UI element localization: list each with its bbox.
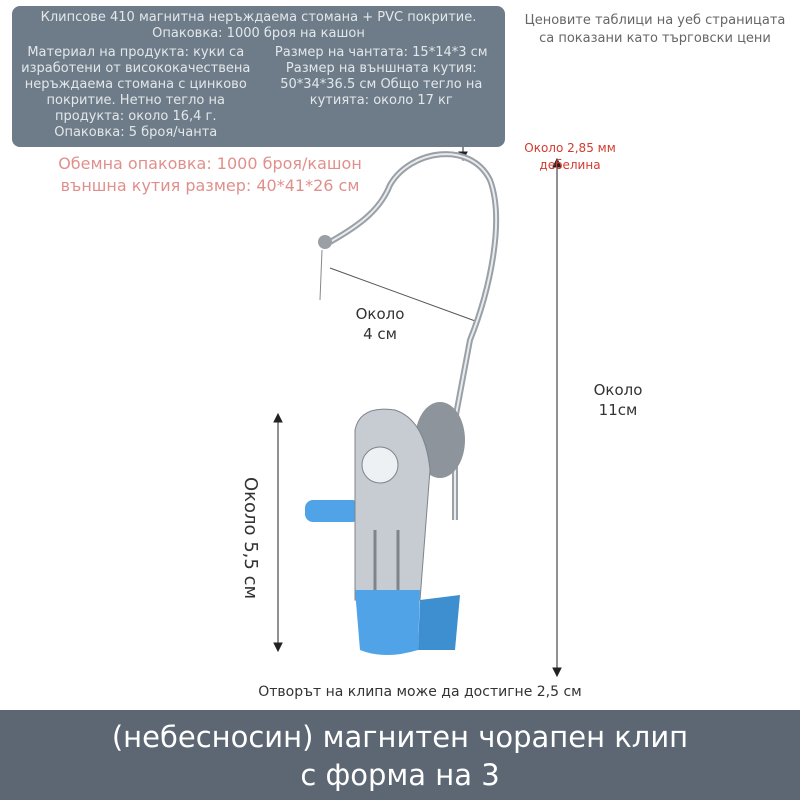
- total-height-line1: Около: [593, 381, 643, 399]
- hook-width-line2: 4 см: [363, 325, 397, 343]
- title-line1: (небесносин) магнитен чорапен клип: [111, 720, 689, 754]
- clip-opening-label: Отворът на клипа може да достигне 2,5 см: [258, 684, 582, 700]
- top-left-info: Клипсове 410 магнитна неръждаема стомана…: [12, 6, 505, 197]
- clip-height-label: Около 5,5 см: [240, 476, 261, 600]
- clip-product-image: [273, 133, 562, 678]
- hook-width-label: Около 4 см: [340, 304, 420, 344]
- product-title-banner: (небесносин) магнитен чорапен клип с фор…: [0, 710, 800, 800]
- total-height-label: Около 11см: [578, 380, 658, 420]
- overlay-size: Размер на чантата: 15*14*3 см Размер на …: [274, 45, 488, 108]
- bulk-line2: външна кутия размер: 40*41*26 см: [60, 176, 360, 195]
- title-line2: с форма на 3: [300, 758, 500, 792]
- hook-width-line1: Около: [355, 305, 405, 323]
- thickness-label: Около 2,85 мм дебелина: [524, 141, 616, 172]
- info-overlay: Клипсове 410 магнитна неръждаема стомана…: [12, 6, 505, 147]
- overlay-layer1: Клипсове 410 магнитна неръждаема стомана…: [40, 10, 477, 41]
- bulk-packaging: Обемна опаковка: 1000 броя/кашон външна …: [40, 153, 380, 197]
- total-height-line2: 11см: [598, 401, 638, 419]
- bulk-line1: Обемна опаковка: 1000 броя/кашон: [58, 154, 362, 173]
- overlay-material: Материал на продукта: куки са изработени…: [21, 45, 251, 140]
- pricing-note: Ценовите таблици на уеб страницата са по…: [524, 13, 786, 46]
